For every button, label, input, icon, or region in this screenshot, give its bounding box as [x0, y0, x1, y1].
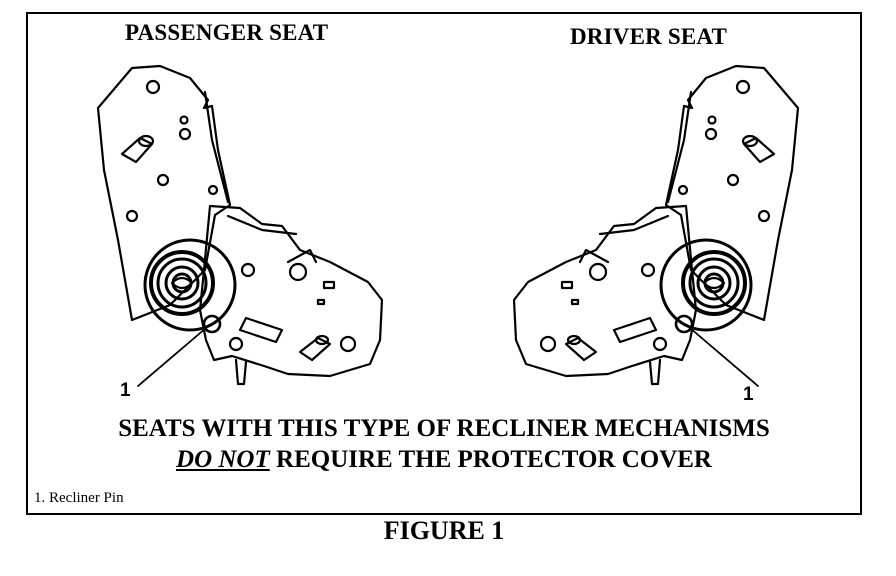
figure-frame	[26, 12, 862, 515]
passenger-seat-mechanism	[96, 64, 384, 388]
legend: 1. Recliner Pin	[34, 490, 124, 506]
figure-caption: FIGURE 1	[383, 516, 505, 545]
driver-seat-label: DRIVER SEAT	[570, 24, 728, 49]
note-line-2-rest: REQUIRE THE PROTECTOR COVER	[269, 446, 712, 473]
callout-number-left: 1	[120, 380, 131, 401]
driver-seat-mechanism	[512, 64, 800, 388]
note-line-2: DO NOT REQUIRE THE PROTECTOR COVER	[26, 446, 862, 474]
note-emphasis: DO NOT	[176, 446, 270, 473]
passenger-seat-label: PASSENGER SEAT	[125, 20, 329, 45]
callout-number-right: 1	[743, 384, 754, 405]
note-line-1: SEATS WITH THIS TYPE OF RECLINER MECHANI…	[118, 415, 770, 442]
